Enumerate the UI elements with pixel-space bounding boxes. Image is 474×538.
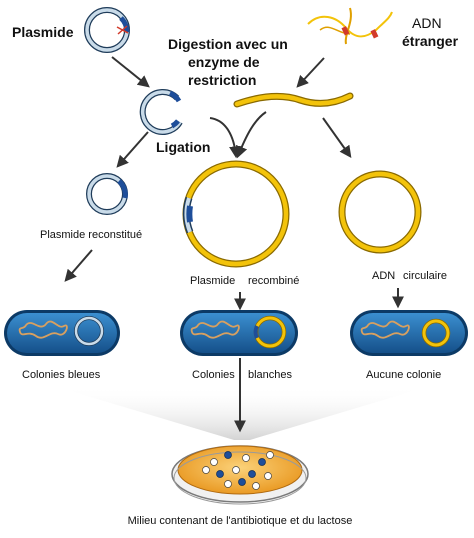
label-etranger: étranger — [402, 33, 459, 49]
label-ligation: Ligation — [156, 139, 210, 155]
bacterium-white — [180, 310, 298, 356]
arrow-to-reconstituted — [116, 131, 149, 168]
label-plasmide-recombine-b: recombiné — [248, 275, 299, 287]
arrow-fragment-to-circular — [322, 117, 352, 158]
label-digestion-2: enzyme de — [188, 54, 260, 70]
label-digestion-3: restriction — [188, 72, 256, 88]
label-colonies-blanches-a: Colonies — [192, 369, 235, 381]
plasmid-recombine — [182, 160, 290, 268]
plasmid-original — [84, 7, 130, 53]
label-colonies-blanches-b: blanches — [248, 369, 293, 381]
label-aucune-colonie: Aucune colonie — [366, 369, 441, 381]
dna-fragment — [233, 92, 354, 108]
petri-dish — [171, 445, 309, 505]
plasmid-reconstitue — [86, 173, 128, 215]
label-plasmide-recombine-a: Plasmide — [190, 275, 235, 287]
arrow-dna-to-fragment — [296, 57, 325, 88]
adn-circulaire — [338, 170, 422, 254]
colonies-on-plate — [202, 451, 274, 490]
arrow-to-circular — [235, 111, 267, 159]
label-adn-circulaire-a: ADN — [372, 270, 395, 282]
label-milieu: Milieu contenant de l'antibiotique et du… — [128, 515, 353, 527]
bacterium-blue — [4, 310, 120, 356]
label-colonies-bleues: Colonies bleues — [22, 369, 101, 381]
bacterium-none — [350, 310, 468, 356]
label-adn: ADN — [412, 15, 442, 31]
plasmid-cut — [139, 89, 183, 135]
foreign-dna — [307, 7, 393, 45]
arrow-to-blue-bacterium — [64, 249, 93, 282]
convergence-fan — [54, 358, 430, 440]
arrow-plasmid-to-cut — [111, 56, 150, 88]
label-plasmide-reconstitue: Plasmide reconstitué — [40, 229, 142, 241]
arrow-to-recombined — [209, 117, 242, 159]
label-digestion-1: Digestion avec un — [168, 36, 288, 52]
label-adn-circulaire-b: circulaire — [403, 270, 447, 282]
label-plasmide: Plasmide — [12, 24, 74, 40]
